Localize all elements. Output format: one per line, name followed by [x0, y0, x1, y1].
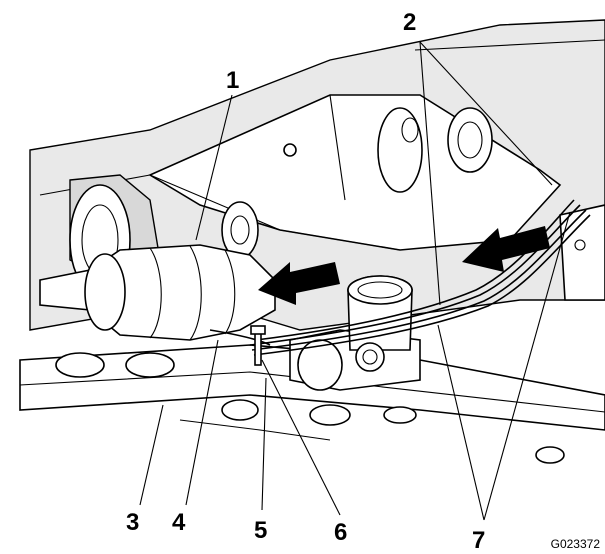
- callout-3: 3: [126, 509, 139, 536]
- figure-id: G023372: [551, 537, 601, 551]
- callout-1: 1: [226, 67, 239, 94]
- callout-7: 7: [472, 527, 485, 554]
- callout-2: 2: [403, 9, 416, 36]
- cable-tie: [250, 325, 266, 366]
- callout-5: 5: [254, 517, 267, 544]
- callout-6: 6: [334, 519, 347, 546]
- callout-4: 4: [172, 509, 186, 536]
- direction-arrows: [258, 226, 550, 305]
- driveshaft-boot: [39, 244, 276, 341]
- leader-lines: [139, 41, 571, 521]
